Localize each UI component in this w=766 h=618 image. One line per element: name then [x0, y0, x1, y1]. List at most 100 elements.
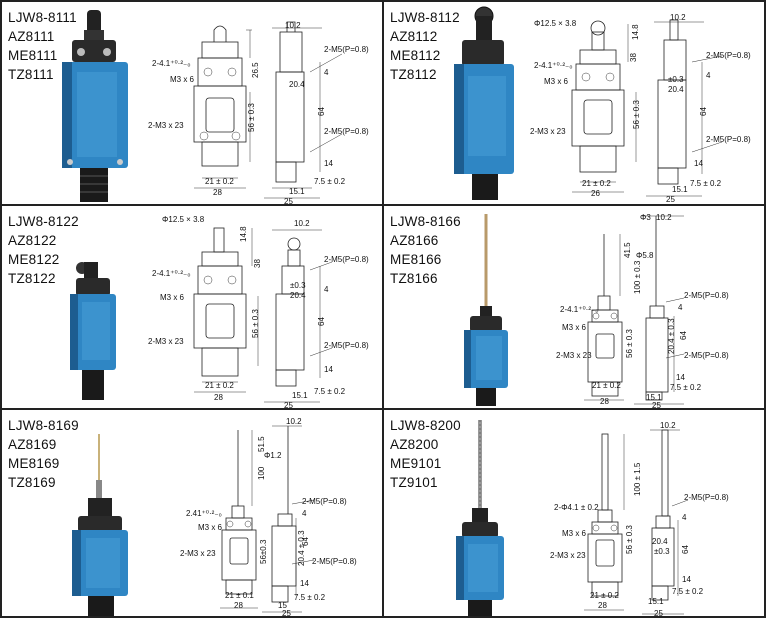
dim-m5-top: 2-M5(P=0.8) — [302, 497, 347, 506]
dim-gap-14: 14 — [682, 575, 691, 584]
dim-rod: Φ1.2 — [264, 451, 282, 460]
model-number: LJW8-8111 — [8, 10, 77, 25]
model-number: ME8111 — [8, 48, 58, 63]
model-number: TZ8169 — [8, 475, 56, 490]
technical-drawing: Φ12.5 × 3.8 10.2 2-4.1⁺⁰·²₋₀ M3 x 6 38 1… — [530, 13, 751, 204]
technical-drawing: 10.2 51.5 100 Φ1.2 2.41⁺⁰·²₋₀ M3 x 6 2-M… — [180, 417, 357, 616]
technical-drawing: 10.2 2-4.1⁺⁰·²₋₀ M3 x 6 26.5 4 2-M5(P=0.… — [148, 21, 369, 205]
dim-depth-mid: 20.4 ± 0.3 — [297, 530, 306, 566]
dim-gap-14: 14 — [676, 373, 685, 382]
dim-m3x23: 2-M3 x 23 — [556, 351, 592, 360]
dim-top-width: 10.2 — [285, 21, 301, 30]
model-number: ME9101 — [390, 456, 442, 471]
dim-side-offset: 7.5 ± 0.2 — [670, 383, 702, 392]
model-number: TZ8122 — [8, 271, 56, 286]
technical-drawing: Φ12.5 × 3.8 10.2 2-4.1⁺⁰·²₋₀ M3 x 6 38 1… — [148, 215, 369, 409]
dim-side-base: 15.1 — [646, 393, 662, 402]
dim-side-top: 14.8 — [631, 24, 640, 40]
model-numbers: LJW8-8112 AZ8112 ME8112 TZ8112 — [390, 8, 460, 84]
dim-m5-top: 2-M5(P=0.8) — [684, 291, 729, 300]
dim-tolerance: 2-4.1⁺⁰·²₋₀ — [560, 305, 599, 314]
dim-roller: Φ12.5 × 3.8 — [162, 215, 205, 224]
dim-depth-tol: ±0.3 — [654, 547, 670, 556]
model-cell-8166: LJW8-8166 AZ8166 ME8166 TZ8166 — [383, 205, 765, 409]
model-cell-8122: LJW8-8122 AZ8122 ME8122 TZ8122 — [1, 205, 383, 409]
dim-side-gap: 4 — [302, 509, 307, 518]
model-number: AZ8112 — [390, 29, 438, 44]
dim-depth-mid: 20.4 — [289, 80, 305, 89]
model-number: ME8122 — [8, 252, 60, 267]
model-numbers: LJW8-8111 AZ8111 ME8111 TZ8111 — [8, 8, 77, 84]
dim-m3: M3 x 6 — [198, 523, 223, 532]
dim-side-offset: 7.5 ± 0.2 — [314, 387, 346, 396]
dim-side-gap: 4 — [682, 513, 687, 522]
dim-side-base: 15.1 — [672, 185, 688, 194]
dim-m5-bottom: 2-M5(P=0.8) — [706, 135, 751, 144]
dim-body-height: 56 ± 0.3 — [251, 309, 260, 338]
product-photo — [70, 262, 116, 400]
dim-base-inner: 21 ± 0.2 — [205, 177, 234, 186]
dim-top-width: 10.2 — [294, 219, 310, 228]
dim-side-base: 15.1 — [289, 187, 305, 196]
dim-side-top: 14.8 — [239, 226, 248, 242]
model-numbers: LJW8-8169 AZ8169 ME8169 TZ8169 — [8, 416, 79, 492]
dim-gap-14: 14 — [324, 365, 333, 374]
model-cell-8200: LJW8-8200 AZ8200 ME9101 TZ9101 — [383, 409, 765, 617]
dim-m5-bottom: 2-M5(P=0.8) — [684, 351, 729, 360]
model-number: ME8112 — [390, 48, 441, 63]
dim-body-height: 56±0.3 — [259, 539, 268, 564]
dim-tolerance: 2-4.1⁺⁰·²₋₀ — [152, 269, 191, 278]
dim-base-width: 26 — [591, 189, 600, 198]
dim-top-height: 41.5 — [623, 242, 632, 258]
dim-side-height: 64 — [317, 317, 326, 326]
dim-top-height: 26.5 — [251, 62, 260, 78]
dim-side-base: 15 — [278, 601, 287, 610]
dim-side-gap: 4 — [678, 303, 683, 312]
dim-rod-len: 100 ± 1.5 — [633, 462, 642, 496]
dim-depth-tol: ±0.3 — [668, 75, 684, 84]
dim-side-total: 25 — [654, 609, 663, 617]
dim-body-height: 56 ± 0.3 — [632, 100, 641, 129]
dim-depth-mid: 20.4 — [668, 85, 684, 94]
dim-tolerance: 2-Φ4.1 ± 0.2 — [554, 503, 599, 512]
model-number: LJW8-8112 — [390, 10, 460, 25]
dim-depth-mid: 20.4 — [652, 537, 668, 546]
technical-drawing: 10.2 100 ± 1.5 2-M5(P=0.8) 2-Φ4.1 ± 0.2 … — [550, 421, 729, 617]
dim-rod-len: 100 ± 0.3 — [633, 260, 642, 294]
dim-side-gap: 4 — [324, 68, 329, 77]
dim-m3x23: 2-M3 x 23 — [550, 551, 586, 560]
dim-base-inner: 21 ± 0.2 — [592, 381, 621, 390]
product-photo — [456, 420, 504, 616]
model-number: AZ8111 — [8, 29, 55, 44]
dim-side-total: 25 — [284, 401, 293, 409]
dim-side-base: 15.1 — [292, 391, 308, 400]
dim-side-offset: 7.5 ± 0.2 — [672, 587, 704, 596]
dim-side-offset: 7.5 ± 0.2 — [314, 177, 346, 186]
dim-side-height: 64 — [679, 331, 688, 340]
dim-side-base: 15.1 — [648, 597, 664, 606]
dim-depth-mid: 20.4 — [290, 291, 306, 300]
dim-rod-len: 100 — [257, 466, 266, 480]
dim-base-width: 28 — [600, 397, 609, 406]
dim-top-width: 10.2 — [656, 213, 672, 222]
dim-side-total: 25 — [652, 401, 661, 409]
dim-base-inner: 21 ± 0.2 — [582, 179, 611, 188]
dim-spring: Φ5.8 — [636, 251, 654, 260]
dim-base-width: 28 — [213, 188, 222, 197]
product-photo — [72, 434, 128, 616]
dim-side-height: 64 — [317, 107, 326, 116]
dim-side-total: 25 — [284, 197, 293, 205]
dim-side-height: 64 — [699, 107, 708, 116]
model-number: ME8166 — [390, 252, 442, 267]
dim-body-height: 56 ± 0.3 — [625, 525, 634, 554]
dim-roller: Φ12.5 × 3.8 — [534, 19, 577, 28]
dim-top-width: 10.2 — [660, 421, 676, 430]
dim-m3: M3 x 6 — [160, 293, 185, 302]
dim-base-width: 28 — [598, 601, 607, 610]
product-photo — [454, 6, 514, 200]
model-number: TZ9101 — [390, 475, 438, 490]
dim-m3: M3 x 6 — [562, 529, 587, 538]
model-number: TZ8166 — [390, 271, 438, 286]
model-number: ME8169 — [8, 456, 60, 471]
